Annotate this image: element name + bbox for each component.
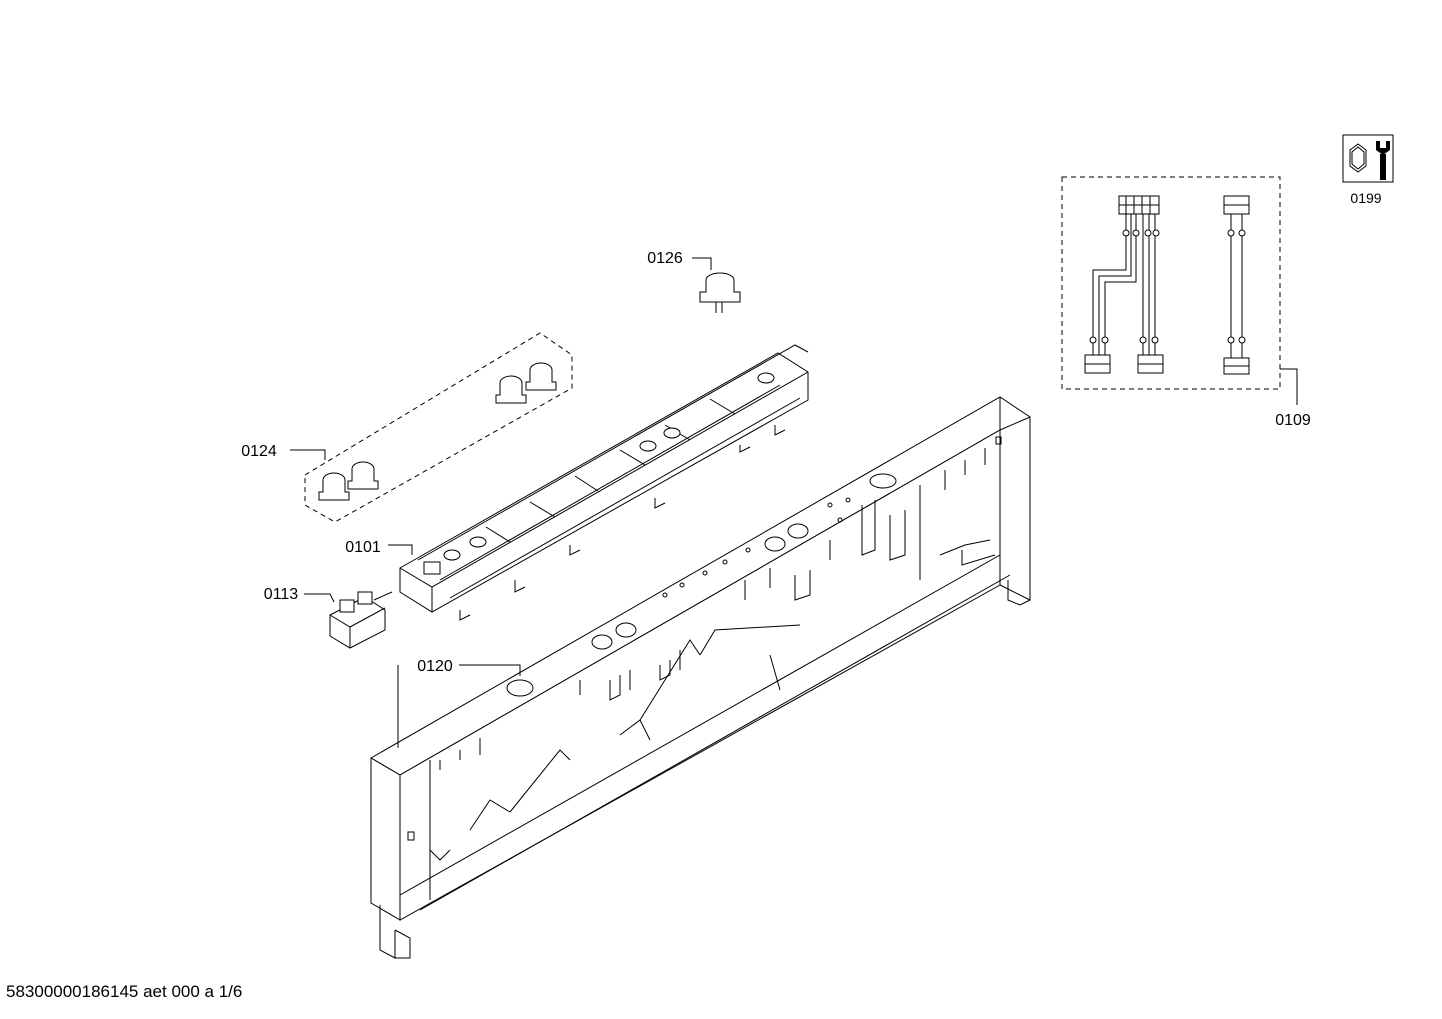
callout-0124[interactable]: 0124 xyxy=(241,443,277,460)
service-icon[interactable] xyxy=(1342,134,1394,183)
control-panel-0120 xyxy=(370,396,1031,959)
button-part-0126 xyxy=(692,257,741,313)
service-icon-label: 0199 xyxy=(1350,190,1381,206)
callout-0120[interactable]: 0120 xyxy=(417,658,453,675)
callout-0109[interactable]: 0109 xyxy=(1275,412,1311,429)
button-set-0124 xyxy=(290,332,573,523)
callout-0126[interactable]: 0126 xyxy=(647,250,683,267)
button-carrier-0101 xyxy=(388,344,809,621)
switch-part-0113 xyxy=(304,591,393,649)
wiring-harness-0109 xyxy=(1061,176,1298,405)
callout-0113[interactable]: 0113 xyxy=(264,586,299,603)
callout-0101[interactable]: 0101 xyxy=(345,539,381,556)
wrench-nut-icon xyxy=(1349,141,1390,180)
document-id: 58300000186145 aet 000 a 1/6 xyxy=(6,982,243,1001)
